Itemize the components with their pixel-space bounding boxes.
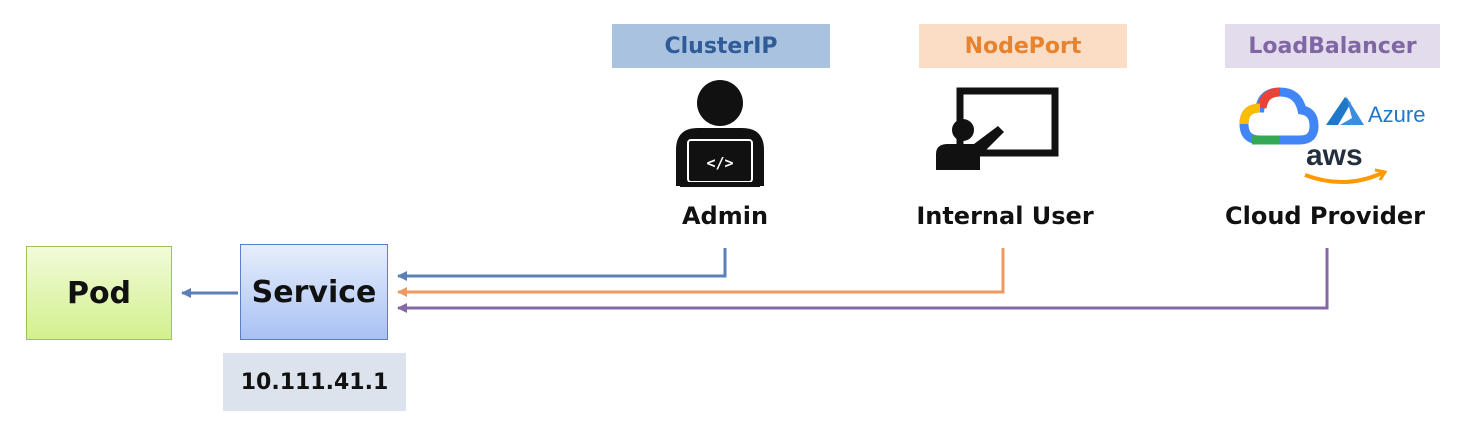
service-node: Service bbox=[240, 244, 388, 340]
pod-node: Pod bbox=[26, 246, 172, 340]
azure-logo-text: Azure bbox=[1368, 102, 1425, 127]
pod-label: Pod bbox=[66, 275, 132, 311]
loadbalancer-connector bbox=[397, 248, 1329, 313]
cloud-provider-label: Cloud Provider bbox=[1224, 202, 1426, 230]
service-label: Service bbox=[251, 274, 377, 310]
service-ip-label: 10.111.41.1 bbox=[240, 369, 389, 395]
svg-text:</>: </> bbox=[706, 154, 733, 172]
aws-logo-text: aws bbox=[1306, 139, 1363, 172]
presenter-icon bbox=[936, 87, 1059, 170]
clusterip-connector bbox=[397, 248, 727, 281]
cloud-logos-icon: Azure aws bbox=[1239, 87, 1425, 184]
admin-laptop-icon: </> bbox=[676, 80, 764, 187]
nodeport-badge: NodePort bbox=[919, 24, 1127, 68]
service-ip-box: 10.111.41.1 bbox=[223, 353, 406, 411]
nodeport-connector bbox=[397, 248, 1005, 297]
admin-label: Admin bbox=[681, 202, 769, 230]
internal-user-label: Internal User bbox=[916, 202, 1094, 230]
clusterip-badge: ClusterIP bbox=[612, 24, 830, 68]
loadbalancer-badge: LoadBalancer bbox=[1225, 24, 1440, 68]
